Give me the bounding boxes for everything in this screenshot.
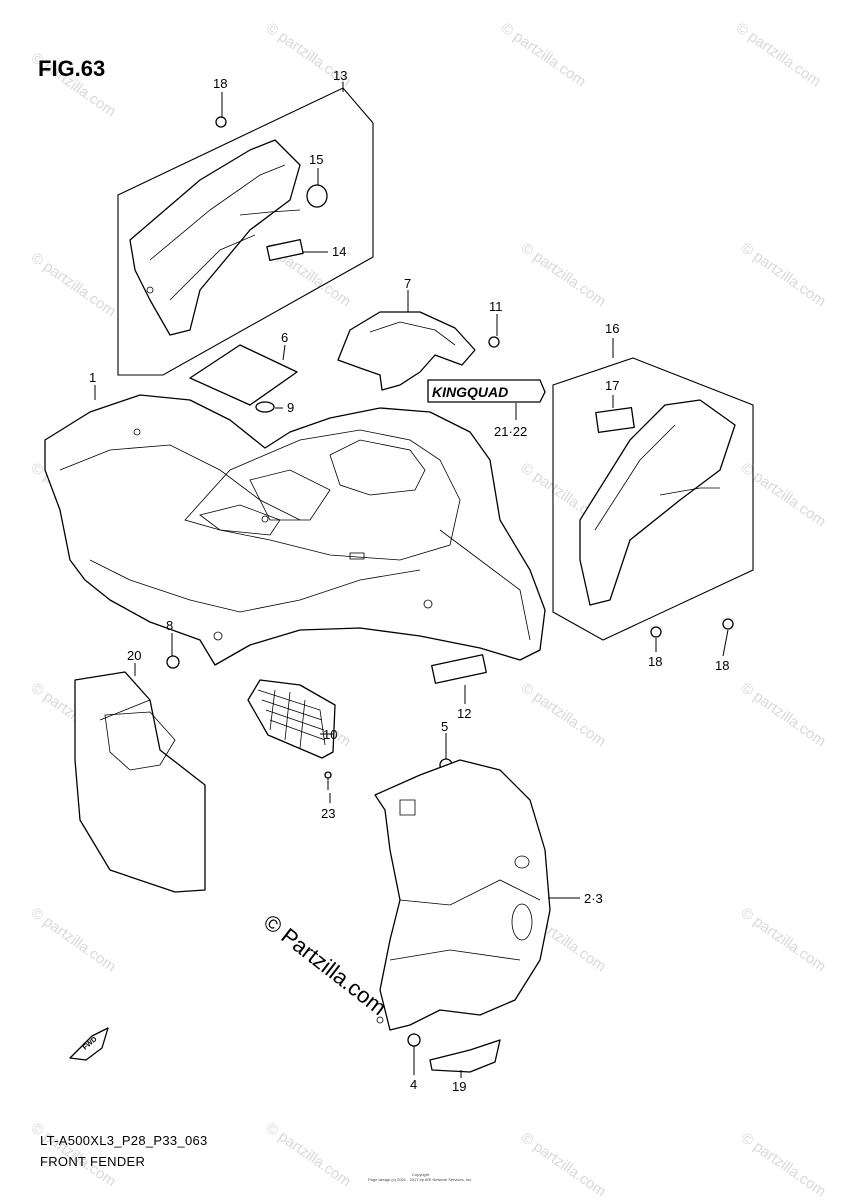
side-cover-16 [579,399,736,606]
figure-title: FIG.63 [38,56,105,81]
copyright-detail: Page design (c) 2001 - 2017 by ARI Netwo… [368,1177,472,1182]
screw-11 [488,336,500,348]
screw-8 [166,655,180,669]
watermark: © partzilla.com [738,459,829,530]
watermark: © partzilla.com [738,679,829,750]
part-label-4: 4 [410,1077,417,1092]
screw-18 [722,618,734,630]
screw-4 [407,1033,421,1047]
watermark: © partzilla.com [738,904,829,975]
screw-18 [215,116,227,128]
nut-9 [255,401,275,413]
watermark: © partzilla.com [498,19,589,90]
part-label-21-22: 21·22 [494,424,527,439]
part-label-10: 10 [323,727,337,742]
pad-6 [189,344,298,406]
part-label-9: 9 [287,400,294,415]
strip-19 [429,1039,501,1073]
part-label-11: 11 [489,299,503,314]
figure-code: LT-A500XL3_P28_P33_063 [40,1133,208,1148]
part-label-14: 14 [332,244,346,259]
part-label-18: 18 [213,76,227,91]
exploded-box [552,357,754,641]
front-fender-1 [44,394,546,666]
part-label-12: 12 [457,706,471,721]
fwd-arrow-icon: FWD [69,1027,109,1061]
side-cover-13 [129,139,301,336]
panel-20 [74,671,206,893]
part-group-13 [117,87,374,376]
part-label-7: 7 [404,276,411,291]
cushion-14 [266,238,304,262]
watermark: © partzilla.com [263,1119,354,1190]
watermark: © partzilla.com [518,679,609,750]
part-label-1: 1 [89,370,96,385]
part-group-16 [552,357,754,641]
watermark: © partzilla.com [733,19,824,90]
screw-18 [650,626,662,638]
watermark: © partzilla.com [518,239,609,310]
cushion-17 [595,406,635,434]
watermark: © partzilla.com [28,904,119,975]
part-label-6: 6 [281,330,288,345]
part-label-5: 5 [441,719,448,734]
grille-10 [247,679,336,759]
inner-fender-2-3 [374,759,551,1031]
grommet-15 [306,184,328,208]
kingquad-decal-21-22: KINGQUAD [427,379,546,403]
part-label-16: 16 [605,321,619,336]
watermark: © partzilla.com [738,1129,829,1200]
cushion-12 [431,654,487,684]
part-label-8: 8 [166,618,173,633]
part-labels: 18 13 15 14 1 6 9 7 11 21·22 16 17 18 18… [89,68,729,1094]
watermark: © partzilla.com [738,239,829,310]
part-label-2-3: 2·3 [584,891,603,906]
copyright: Copyright [412,1172,430,1177]
part-label-19: 19 [452,1079,466,1094]
part-label-15: 15 [309,152,323,167]
partzilla-watermark: © Partzilla.com [259,909,391,1020]
part-label-23: 23 [321,806,335,821]
part-label-13: 13 [333,68,347,83]
part-label-18: 18 [715,658,729,673]
part-label-17: 17 [605,378,619,393]
part-label-18: 18 [648,654,662,669]
part-label-20: 20 [127,648,141,663]
decal-text: KINGQUAD [432,384,508,400]
leader-lines [94,82,729,1078]
figure-name: FRONT FENDER [40,1154,145,1169]
watermark: © partzilla.com [518,1129,609,1200]
watermark: © partzilla.com [28,249,119,320]
